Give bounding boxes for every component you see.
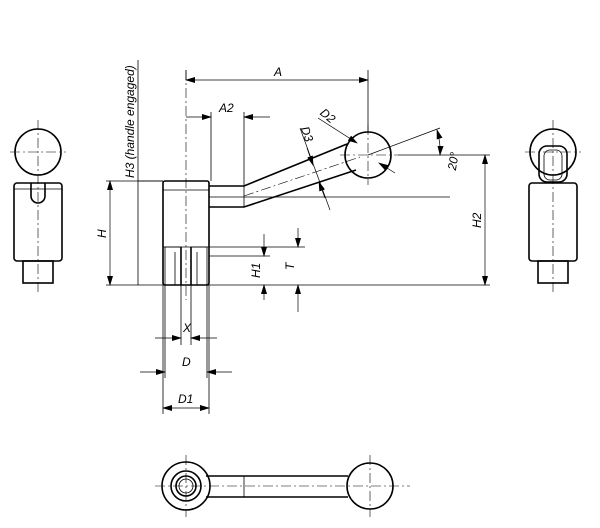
dimension-labels: A A2 D2 D3 20° H3 (handle engaged) H H2 …	[95, 65, 484, 406]
label-angle: 20°	[445, 151, 462, 172]
label-h1: H1	[249, 263, 263, 278]
dimensions	[107, 60, 488, 414]
label-x: X	[182, 321, 192, 335]
front-view	[106, 70, 490, 300]
label-h: H	[95, 229, 109, 238]
left-side-view	[10, 120, 66, 292]
label-d: D	[182, 355, 191, 369]
label-d2: D2	[317, 105, 338, 126]
right-side-view	[525, 120, 581, 292]
top-view	[155, 455, 410, 517]
label-a: A	[273, 65, 282, 79]
label-t: T	[283, 261, 297, 270]
label-d3: D3	[298, 124, 317, 144]
label-h3: H3 (handle engaged)	[123, 65, 137, 178]
label-h2: H2	[470, 212, 484, 228]
label-a2: A2	[218, 101, 234, 115]
label-d1: D1	[178, 392, 193, 406]
